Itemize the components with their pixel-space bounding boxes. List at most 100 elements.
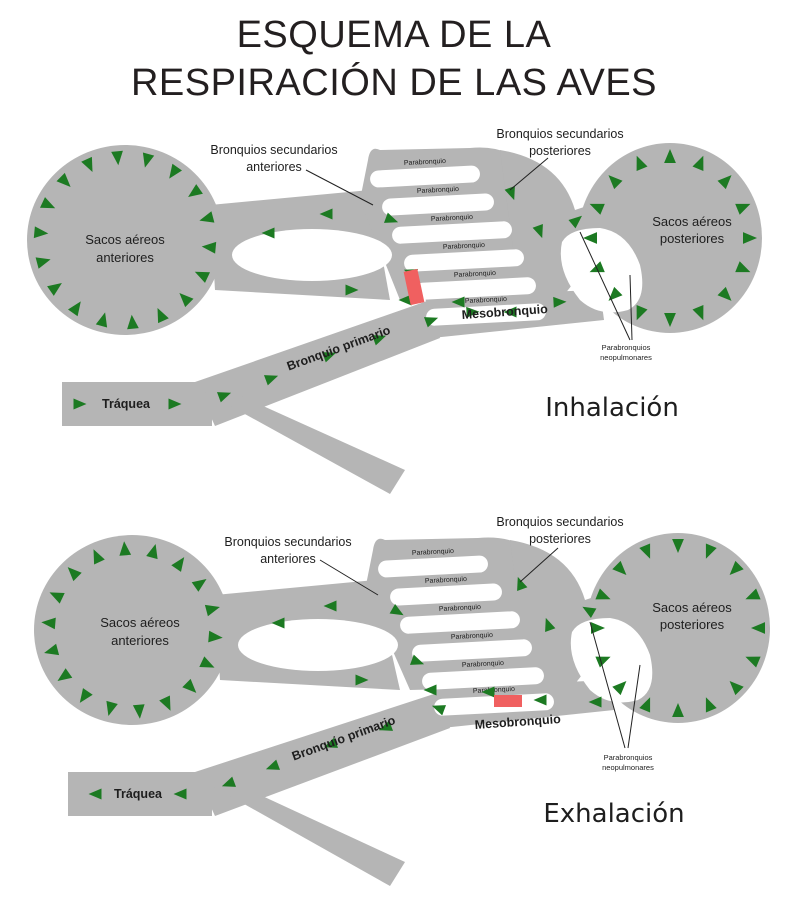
airflow-arrow [35, 257, 51, 269]
airflow-arrow [745, 588, 761, 600]
posterior-bronchi-label-1: Bronquios secundarios [496, 515, 623, 529]
airflow-arrow [57, 668, 73, 681]
airflow-arrow [743, 232, 757, 244]
anterior-sacs-label-2: anteriores [111, 633, 169, 648]
airflow-arrow [157, 308, 169, 324]
parabronchus-tube [370, 165, 480, 188]
posterior-sacs-label-2: posteriores [660, 617, 725, 632]
leader-neopulmonic-1 [579, 231, 631, 341]
anterior-sacs-label-1: Sacos aéreos [85, 232, 165, 247]
airflow-arrow [345, 284, 359, 296]
airflow-arrow [503, 306, 517, 318]
airflow-arrow [221, 776, 236, 787]
airflow-arrow [47, 283, 62, 296]
anterior-sacs-label-2: anteriores [96, 250, 154, 265]
valve-marker [494, 695, 522, 707]
airflow-arrow [481, 686, 495, 698]
parabronchus-label: Parabronquio [462, 660, 504, 669]
airflow-arrow [410, 654, 425, 665]
title-line-1: ESQUEMA DE LA [236, 14, 552, 56]
airflow-arrow [423, 684, 437, 696]
airflow-arrow [40, 197, 56, 209]
parabronchus-label: Parabronquio [417, 186, 459, 195]
airflow-arrow [179, 293, 194, 308]
airflow-arrow [173, 788, 187, 800]
airflow-arrow [159, 695, 171, 711]
tissue-holes: ParabronquioParabronquioParabronquioPara… [232, 158, 643, 326]
lower-branch-tube [205, 392, 405, 494]
neopulmonic-label-1: Parabronquios [604, 753, 653, 762]
airflow-arrow [106, 700, 118, 716]
trachea-label: Tráquea [102, 397, 151, 411]
leader-posterior-bronchi [519, 547, 559, 583]
neopulmonic-label-2: neopulmonares [600, 353, 652, 362]
airflow-arrow [49, 592, 65, 604]
parabronchus-tube [412, 639, 532, 662]
airflow-arrow [169, 163, 182, 179]
parabronchus-label: Parabronquio [412, 548, 454, 557]
airflow-arrow [81, 156, 93, 172]
airflow-arrow [705, 697, 717, 713]
airflow-arrow [261, 227, 275, 239]
posterior-bronchi-label-2: posteriores [529, 144, 591, 158]
parabronchus-label: Parabronquio [454, 270, 496, 279]
airflow-arrow [545, 617, 556, 632]
airflow-arrow [41, 617, 56, 630]
parabronchus-label: Parabronquio [404, 158, 446, 167]
anterior-bronchi-label-2: anteriores [260, 552, 316, 566]
airflow-arrow [636, 305, 648, 321]
airflow-arrow [88, 788, 102, 800]
airflow-arrow [93, 549, 105, 565]
airflow-arrow [171, 557, 185, 572]
leader-neopulmonic-2 [629, 274, 633, 341]
airflow-arrow [729, 560, 744, 575]
airflow-arrow [636, 155, 648, 171]
airflow-arrow [372, 335, 387, 346]
airflow-arrow [612, 681, 627, 696]
airflow-arrow [67, 567, 82, 582]
airflow-arrow [466, 306, 480, 318]
airflow-arrow [378, 720, 393, 731]
neopulmonic-label-2: neopulmonares [602, 763, 654, 772]
leader-anterior-bronchi [319, 559, 379, 596]
parabronchus-tube [414, 277, 536, 300]
parabronchus-tube [392, 221, 512, 244]
parabronchus-tube [378, 555, 488, 578]
airflow-arrow [717, 286, 732, 301]
airflow-arrow [384, 212, 399, 223]
airflow-arrow [664, 149, 676, 163]
airflow-arrow [191, 579, 207, 592]
airflow-arrow [201, 241, 217, 254]
airflow-arrow [589, 261, 605, 273]
airway-tissue [34, 533, 770, 886]
airflow-arrow [692, 155, 704, 171]
parabronchus-tube [404, 249, 524, 272]
anterior-air-sac [34, 535, 230, 725]
posterior-bronchi-label-2: posteriores [529, 532, 591, 546]
airflow-arrow [271, 617, 285, 629]
airflow-arrow [265, 759, 280, 770]
airflow-arrow [208, 630, 223, 643]
airflow-arrow [639, 543, 651, 559]
airflow-arrow [692, 305, 704, 321]
airflow-arrow [729, 681, 744, 696]
airflow-arrow [664, 313, 676, 327]
airflow-arrow [608, 175, 623, 190]
parabronchus-label: Parabronquio [431, 214, 473, 223]
airflow-arrow [424, 317, 439, 328]
parabronchus-label: Parabronquio [425, 576, 467, 585]
airflow-arrow [95, 312, 108, 328]
airflow-arrow [583, 232, 597, 244]
airway-tissue [27, 143, 762, 494]
airflow-arrow [517, 576, 528, 591]
airflow-arrow [389, 604, 404, 616]
posterior-hole [570, 618, 653, 703]
airflow-arrow [322, 352, 337, 363]
airflow-arrow [264, 375, 279, 386]
primary-bronchus-tube [195, 692, 450, 816]
airflow-arrow [127, 314, 139, 330]
airflow-arrow [672, 539, 684, 553]
airflow-arrow [217, 392, 232, 403]
airflow-arrow [323, 737, 338, 748]
